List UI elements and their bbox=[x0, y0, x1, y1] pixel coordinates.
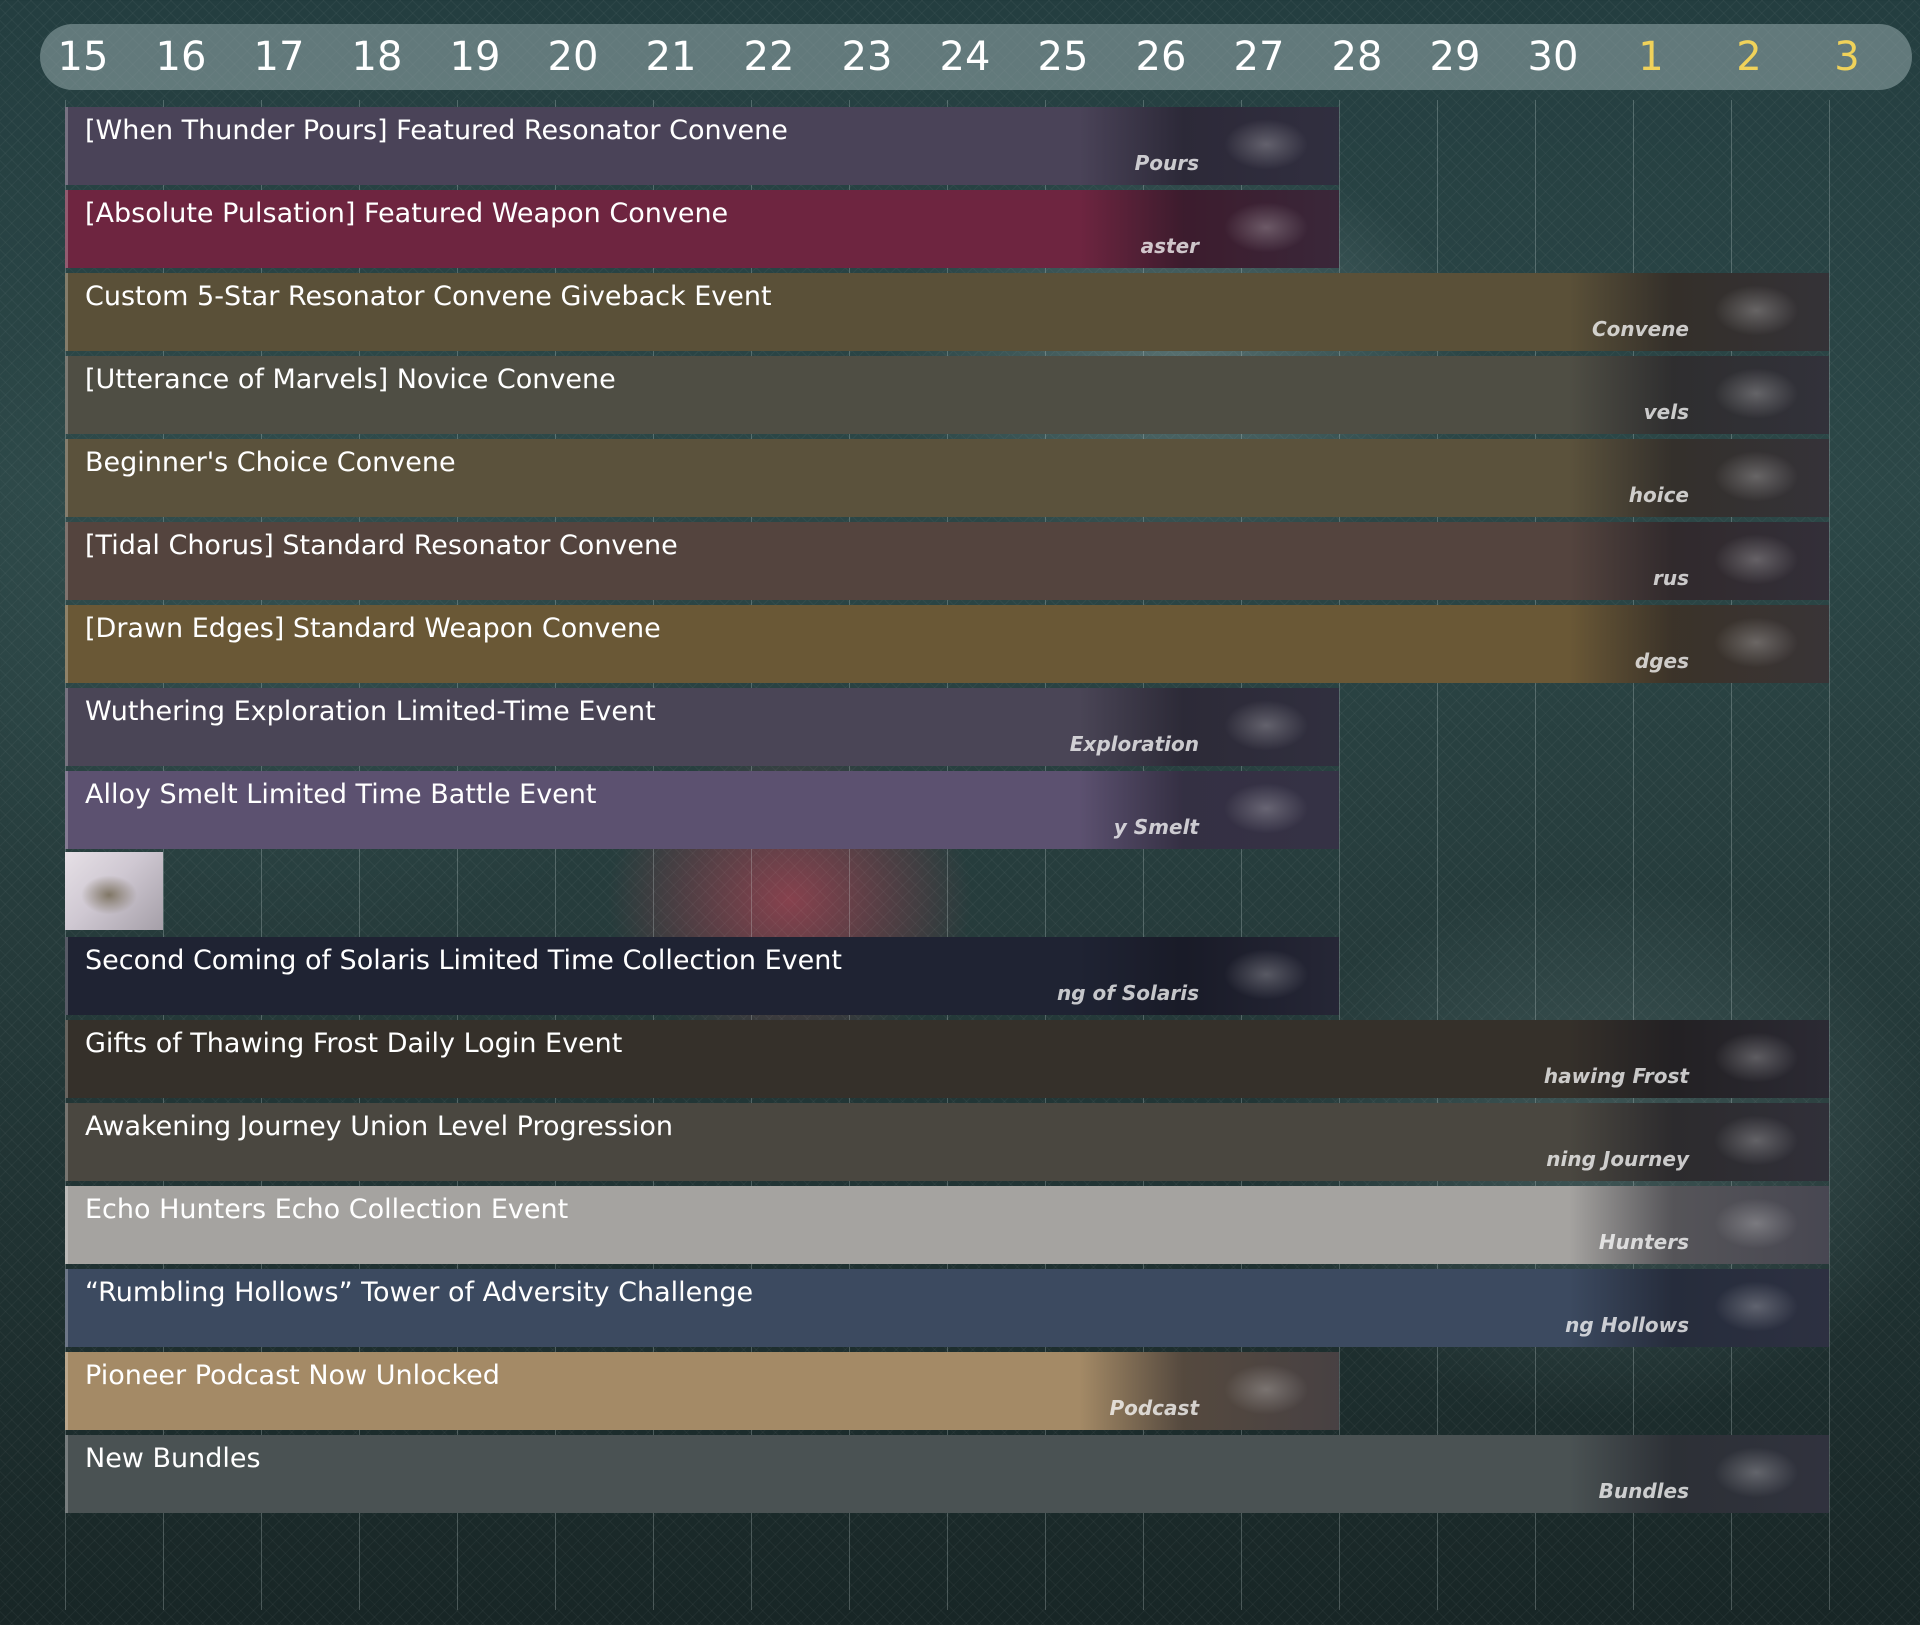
event-bar[interactable]: hoice Beginner's Choice Convene bbox=[65, 439, 1829, 517]
event-title: New Bundles bbox=[85, 1443, 261, 1474]
event-bar[interactable]: ning Journey Awakening Journey Union Leve… bbox=[65, 1103, 1829, 1181]
event-banner-text: vels bbox=[1643, 400, 1689, 424]
event-banner-art bbox=[1079, 107, 1339, 185]
date-label: 25 bbox=[1037, 34, 1089, 80]
event-title: Beginner's Choice Convene bbox=[85, 447, 456, 478]
date-label: 30 bbox=[1527, 34, 1579, 80]
event-banner-text: Convene bbox=[1591, 317, 1689, 341]
event-bar[interactable]: Pours [When Thunder Pours] Featured Reson… bbox=[65, 107, 1339, 185]
date-label: 29 bbox=[1429, 34, 1481, 80]
date-label: 22 bbox=[743, 34, 795, 80]
event-bar[interactable]: y Smelt Alloy Smelt Limited Time Battle E… bbox=[65, 771, 1339, 849]
event-title: Awakening Journey Union Level Progressio… bbox=[85, 1111, 674, 1142]
event-title: Second Coming of Solaris Limited Time Co… bbox=[85, 945, 842, 976]
date-label: 21 bbox=[645, 34, 697, 80]
event-bar[interactable]: ng Hollows “Rumbling Hollows” Tower of Ad… bbox=[65, 1269, 1829, 1347]
event-title: Gifts of Thawing Frost Daily Login Event bbox=[85, 1028, 623, 1059]
date-label: 3 bbox=[1834, 34, 1860, 80]
event-banner-art bbox=[1569, 605, 1829, 683]
event-banner-art bbox=[1569, 1103, 1829, 1181]
event-bar[interactable]: Convene Custom 5-Star Resonator Convene G… bbox=[65, 273, 1829, 351]
event-title: Alloy Smelt Limited Time Battle Event bbox=[85, 779, 597, 810]
event-banner-art bbox=[1079, 937, 1339, 1015]
event-bar[interactable]: Hunters Echo Hunters Echo Collection Even… bbox=[65, 1186, 1829, 1264]
date-label: 23 bbox=[841, 34, 893, 80]
event-banner-text: Pours bbox=[1134, 151, 1199, 175]
event-banner-text: Hunters bbox=[1598, 1230, 1689, 1254]
event-banner-text: y Smelt bbox=[1113, 815, 1199, 839]
event-bar[interactable]: dges [Drawn Edges] Standard Weapon Conven… bbox=[65, 605, 1829, 683]
event-title: Pioneer Podcast Now Unlocked bbox=[85, 1360, 500, 1391]
event-banner-art bbox=[1569, 356, 1829, 434]
date-label: 16 bbox=[155, 34, 207, 80]
event-banner-art bbox=[1569, 273, 1829, 351]
date-label: 1 bbox=[1638, 34, 1664, 80]
event-banner-text: dges bbox=[1634, 649, 1689, 673]
event-bar[interactable]: hawing Frost Gifts of Thawing Frost Daily… bbox=[65, 1020, 1829, 1098]
event-banner-art bbox=[1079, 190, 1339, 268]
event-banner-art bbox=[1569, 1435, 1829, 1513]
event-banner-text: ning Journey bbox=[1546, 1147, 1689, 1171]
date-label: 26 bbox=[1135, 34, 1187, 80]
event-bar[interactable]: rus [Tidal Chorus] Standard Resonator Con… bbox=[65, 522, 1829, 600]
event-title: [Drawn Edges] Standard Weapon Convene bbox=[85, 613, 661, 644]
date-label: 28 bbox=[1331, 34, 1383, 80]
event-bar[interactable]: Bundles New Bundles bbox=[65, 1435, 1829, 1513]
date-label: 2 bbox=[1736, 34, 1762, 80]
event-banner-text: rus bbox=[1652, 566, 1689, 590]
date-label: 15 bbox=[57, 34, 109, 80]
event-banner-art bbox=[1569, 439, 1829, 517]
date-label: 18 bbox=[351, 34, 403, 80]
event-banner-text: ng Hollows bbox=[1565, 1313, 1689, 1337]
event-title: Wuthering Exploration Limited-Time Event bbox=[85, 696, 656, 727]
event-banner-text: Exploration bbox=[1069, 732, 1199, 756]
event-bar[interactable]: Exploration Wuthering Exploration Limited… bbox=[65, 688, 1339, 766]
date-label: 17 bbox=[253, 34, 305, 80]
event-thumbnail[interactable] bbox=[65, 852, 163, 930]
event-bar[interactable]: aster [Absolute Pulsation] Featured Weapo… bbox=[65, 190, 1339, 268]
event-banner-art bbox=[1079, 688, 1339, 766]
event-banner-text: ng of Solaris bbox=[1056, 981, 1199, 1005]
event-title: Echo Hunters Echo Collection Event bbox=[85, 1194, 569, 1225]
event-banner-art bbox=[1079, 771, 1339, 849]
date-label: 24 bbox=[939, 34, 991, 80]
event-banner-art bbox=[1569, 522, 1829, 600]
event-title: [Tidal Chorus] Standard Resonator Conven… bbox=[85, 530, 678, 561]
event-banner-art bbox=[1569, 1186, 1829, 1264]
event-bar[interactable]: ng of Solaris Second Coming of Solaris Li… bbox=[65, 937, 1339, 1015]
date-label: 27 bbox=[1233, 34, 1285, 80]
event-title: “Rumbling Hollows” Tower of Adversity Ch… bbox=[85, 1277, 754, 1308]
date-label: 20 bbox=[547, 34, 599, 80]
event-bar[interactable]: Podcast Pioneer Podcast Now Unlocked bbox=[65, 1352, 1339, 1430]
event-title: [Absolute Pulsation] Featured Weapon Con… bbox=[85, 198, 729, 229]
date-label: 19 bbox=[449, 34, 501, 80]
event-banner-text: hoice bbox=[1628, 483, 1689, 507]
event-banner-art bbox=[1569, 1020, 1829, 1098]
event-title: Custom 5-Star Resonator Convene Giveback… bbox=[85, 281, 772, 312]
event-banner-text: Bundles bbox=[1598, 1479, 1689, 1503]
event-banner-text: hawing Frost bbox=[1543, 1064, 1689, 1088]
event-title: [Utterance of Marvels] Novice Convene bbox=[85, 364, 616, 395]
event-banner-art bbox=[1079, 1352, 1339, 1430]
event-banner-art bbox=[1569, 1269, 1829, 1347]
event-title: [When Thunder Pours] Featured Resonator … bbox=[85, 115, 788, 146]
event-banner-text: aster bbox=[1140, 234, 1199, 258]
event-bar[interactable]: vels [Utterance of Marvels] Novice Conven… bbox=[65, 356, 1829, 434]
event-banner-text: Podcast bbox=[1109, 1396, 1199, 1420]
